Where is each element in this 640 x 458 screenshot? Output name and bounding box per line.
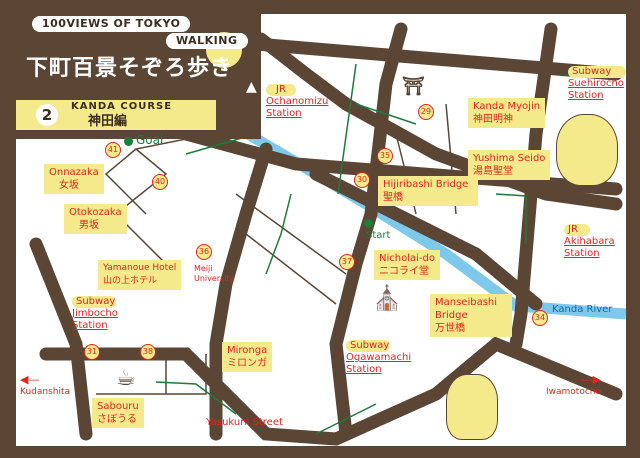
header-panel: 100VIEWS OF TOKYO WALKING 下町百景そぞろ歩き ▲ 2 … [16,14,261,139]
sabouru-en: Sabouru [97,401,139,412]
nicholai-jp: ニコライ堂 [379,266,429,277]
ochanomizu-line: JR [266,84,296,96]
otokozaka-jp: 男坂 [79,220,99,231]
marker-30[interactable]: 30 [354,172,370,188]
tanuki-mascot-icon [556,114,618,186]
kudanshita-text: Kudanshita [20,387,71,397]
nicholai-en: Nicholai-do [379,253,435,264]
course-jp: 神田編 [88,114,128,129]
goal-dot [124,137,133,146]
akihabara-name: Akihabara Station [564,236,615,259]
ogawamachi-name: Ogawamachi Station [346,352,412,375]
jimbocho-name: Jimbocho Station [72,308,118,331]
hijiribashi-en: Hijiribashi Bridge [383,179,469,190]
onnazaka-en: Onnazaka [49,167,99,178]
onnazaka-jp: 女坂 [59,180,79,191]
hijiribashi-jp: 聖橋 [383,192,403,203]
title-en-line2: WALKING [166,33,248,49]
label-hijiribashi: Hijiribashi Bridge 聖橋 [378,176,478,206]
jimbocho-line: Subway [72,296,116,308]
title-en-line1: 100VIEWS OF TOKYO [32,16,191,32]
kanda-myojin-en: Kanda Myojin [473,101,541,112]
marker-40[interactable]: 40 [152,174,168,190]
start-label: Start [366,230,391,241]
direction-kudanshita[interactable]: ◀—Kudanshita [20,374,70,398]
akihabara-line: JR [564,224,590,236]
mansei-en: Manseibashi Bridge [435,297,498,321]
marker-34[interactable]: 34 [532,310,548,326]
label-sabouru: Sabouru さぼうる [92,398,144,428]
label-yushima-seido: Yushima Seido 湯島聖堂 [468,150,551,180]
label-manseibashi: Manseibashi Bridge 万世橋 [430,294,512,337]
ochanomizu-name: Ochanomizu Station [266,96,329,119]
kanda-myojin-jp: 神田明神 [473,114,513,125]
marker-31[interactable]: 31 [84,344,100,360]
coffee-cup-icon: ☕ [116,366,136,391]
marker-37[interactable]: 37 [339,254,355,270]
church-icon: ⛪ [372,284,402,312]
iwamotocho-text: Iwamotocho [546,387,601,397]
road-network [29,22,626,446]
label-kanda-myojin: Kanda Myojin 神田明神 [468,98,546,128]
label-yasukuni-street: Yasukuni Street [206,417,283,428]
start-dot [364,219,373,228]
course-banner: 2 KANDA COURSE 神田編 [16,100,216,130]
yushima-jp: 湯島聖堂 [473,166,513,177]
direction-iwamotocho[interactable]: —▶Iwamotocho [546,374,601,398]
suehirocho-line: Subway [568,66,626,78]
yamanoue-en: Yamanoue Hotel [103,263,177,273]
marker-35[interactable]: 35 [377,148,393,164]
arrow-right-icon: —▶ [581,373,601,386]
marker-36[interactable]: 36 [196,244,212,260]
course-number: 2 [36,104,58,126]
marker-41[interactable]: 41 [105,142,121,158]
mironga-jp: ミロンガ [227,358,267,369]
marker-29[interactable]: 29 [418,104,434,120]
label-otokozaka: Otokozaka 男坂 [64,204,127,234]
fox-mascot-icon [446,374,498,440]
yamanoue-jp: 山の上ホテル [103,276,158,286]
label-onnazaka: Onnazaka 女坂 [44,164,104,194]
title-jp: 下町百景そぞろ歩き [26,56,234,81]
label-mironga: Mironga ミロンガ [222,342,273,372]
ogawamachi-line: Subway [346,340,390,352]
mironga-en: Mironga [227,345,268,356]
otokozaka-en: Otokozaka [69,207,122,218]
suehirocho-name: Suehirocho Station [568,78,624,101]
sabouru-jp: さぼうる [97,414,137,425]
torii-shrine-icon: ⛩ [402,76,425,97]
mansei-jp: 万世橋 [435,323,465,334]
label-meiji-university: Meiji University [194,264,235,283]
minor-streets [96,103,457,395]
course-en: KANDA COURSE [71,101,173,112]
yushima-en: Yushima Seido [473,153,546,164]
label-nicholai-do: Nicholai-do ニコライ堂 [374,250,440,280]
marker-38[interactable]: 38 [140,344,156,360]
map-canvas: 100VIEWS OF TOKYO WALKING 下町百景そぞろ歩き ▲ 2 … [16,14,626,446]
goal-label: Goal [136,133,164,147]
mount-fuji-icon: ▲ [246,79,257,95]
arrow-left-icon: ◀— [20,373,40,386]
label-kanda-river: Kanda River [552,304,613,315]
walking-route [155,63,527,435]
label-yamanoue-hotel: Yamanoue Hotel 山の上ホテル [98,260,182,290]
